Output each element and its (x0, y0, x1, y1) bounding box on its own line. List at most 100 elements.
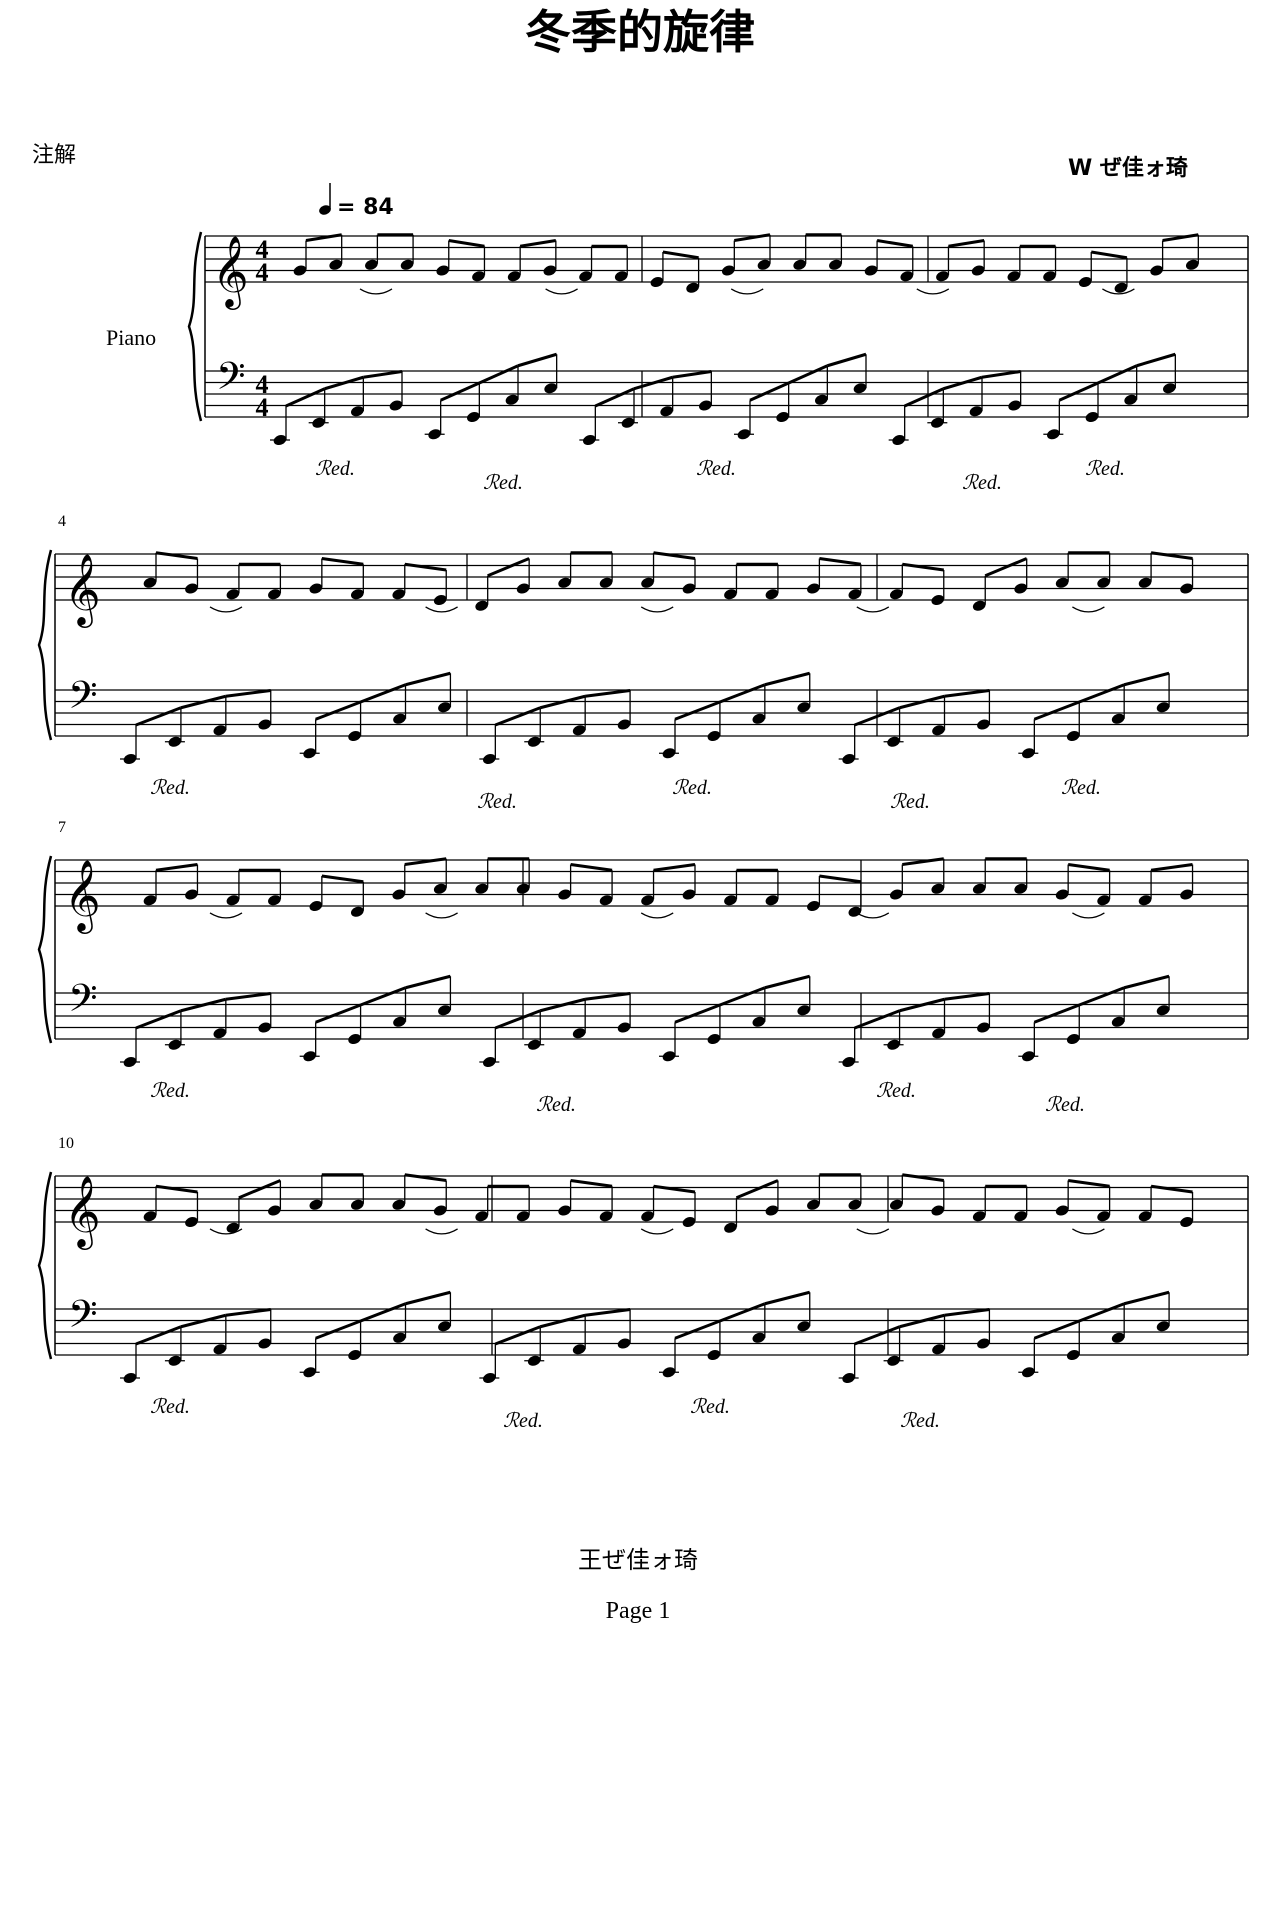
treble-note (650, 276, 664, 288)
treble-note (543, 265, 557, 276)
treble-note (350, 589, 364, 600)
treble-note (350, 906, 364, 917)
pedal-mark: ℛed. (503, 1410, 543, 1432)
note-beam (1078, 986, 1125, 1007)
bass-note (1124, 394, 1137, 405)
pedal-mark: ℛed. (150, 777, 190, 799)
bass-note (797, 1005, 811, 1016)
treble-note (226, 589, 240, 600)
note-beam (854, 706, 901, 727)
treble-note (1014, 883, 1028, 894)
bass-note (438, 1321, 451, 1332)
treble-note (1138, 1211, 1152, 1222)
note-beam (539, 997, 586, 1013)
bass-note (1156, 1005, 1170, 1016)
bass-note (467, 411, 480, 423)
treble-note (392, 589, 406, 600)
note-beam (360, 683, 407, 704)
treble-note (226, 895, 240, 906)
treble-note (433, 594, 447, 606)
pedal-mark: ℛed. (696, 458, 736, 480)
treble-note (641, 1211, 654, 1222)
treble-note (889, 1199, 903, 1210)
bass-note (1111, 713, 1125, 724)
treble-note (268, 895, 281, 906)
quarter-note-icon (319, 205, 331, 215)
tie-curve (640, 606, 674, 613)
treble-note (392, 1199, 406, 1210)
treble-note (436, 265, 450, 276)
bass-note (797, 1321, 811, 1332)
treble-note (1097, 895, 1110, 906)
note-beam (494, 706, 541, 727)
note-beam (321, 874, 364, 884)
instrument-label: Piano (106, 325, 156, 350)
bass-note (932, 1344, 945, 1355)
bass-note (617, 1022, 631, 1033)
note-beam (902, 1173, 944, 1182)
treble-note (309, 1199, 323, 1210)
note-beam (984, 557, 1028, 578)
treble-note (1014, 1211, 1028, 1222)
treble-note (1007, 271, 1021, 282)
note-beam (1058, 381, 1099, 402)
note-beam (948, 239, 985, 248)
note-beam (594, 387, 635, 408)
note-beam (1150, 1184, 1193, 1194)
pedal-mark: ℛed. (962, 472, 1002, 494)
note-beam (135, 706, 182, 727)
bass-note (572, 1344, 586, 1355)
bass-note (797, 702, 811, 713)
grand-staff-brace (37, 1171, 53, 1360)
treble-note (143, 577, 157, 588)
bass-note (707, 1033, 721, 1045)
bass-note (699, 400, 712, 411)
note-beam (135, 1009, 182, 1030)
tie-curve (425, 912, 458, 919)
bass-note (1066, 1349, 1080, 1361)
treble-note (1097, 577, 1110, 588)
note-beam (819, 557, 862, 566)
tie-curve (425, 1228, 458, 1235)
note-beam (1150, 551, 1193, 560)
treble-note (864, 265, 878, 276)
treble-note (724, 1222, 737, 1233)
note-beam (904, 387, 944, 408)
bass-note (393, 1332, 406, 1343)
treble-note (268, 1205, 281, 1216)
note-beam (719, 986, 766, 1007)
treble-note (889, 589, 903, 600)
note-beam (719, 683, 766, 704)
pedal-mark: ℛed. (315, 458, 355, 480)
treble-note (1150, 265, 1163, 276)
bass-note (572, 1028, 586, 1039)
note-beam (749, 381, 790, 402)
note-beam (1097, 364, 1138, 385)
bass-note (505, 394, 519, 405)
treble-note (350, 1199, 364, 1210)
note-beam (404, 1173, 447, 1182)
note-beam (180, 997, 227, 1013)
treble-note (143, 1211, 157, 1222)
treble-note (475, 600, 489, 611)
treble-note (599, 577, 613, 588)
note-beam (285, 387, 326, 408)
tie-curve (640, 1228, 674, 1235)
time-signature-bottom: 4 (256, 258, 269, 287)
note-beam (633, 375, 674, 391)
note-beam (570, 863, 613, 872)
treble-note (1055, 889, 1069, 900)
tie-curve (1072, 912, 1105, 919)
bass-note (932, 1028, 945, 1039)
tie-curve (209, 912, 243, 919)
bass-note (213, 725, 227, 736)
note-beam (899, 997, 945, 1013)
score-title: 冬季的旋律 (525, 5, 755, 59)
treble-note (1078, 276, 1092, 288)
note-beam (539, 694, 586, 710)
note-beam (764, 1290, 811, 1306)
note-beam (321, 557, 364, 566)
